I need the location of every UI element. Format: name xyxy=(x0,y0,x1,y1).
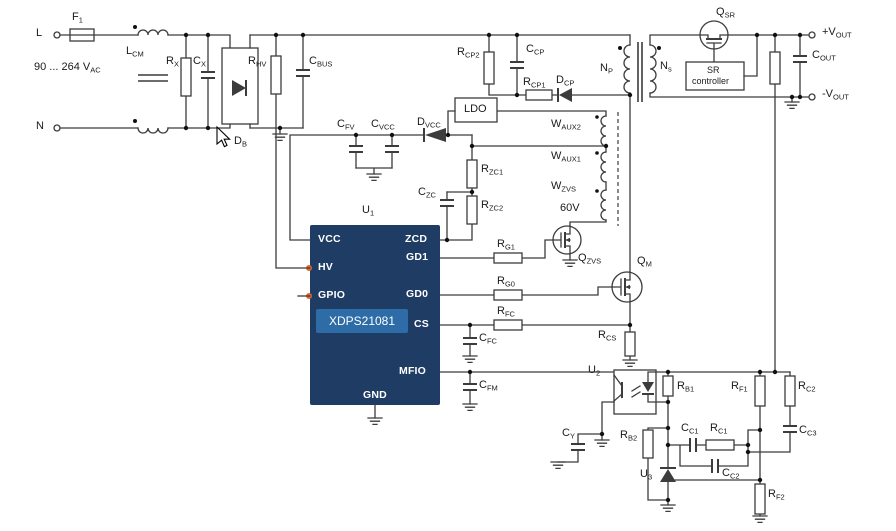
choke-lcm xyxy=(133,25,169,134)
capacitor-czc-sym xyxy=(440,199,454,207)
terminal-vout-plus-circle xyxy=(808,31,816,39)
winding-waux1-sym xyxy=(595,145,607,183)
capacitor-cvcc-sym xyxy=(385,145,399,153)
sr-controller-block xyxy=(685,34,758,91)
resistor-rfc-sym xyxy=(493,319,523,331)
capacitor-ccp-sym xyxy=(510,61,524,69)
capacitor-cbus-sym xyxy=(296,34,310,129)
junction-dots xyxy=(183,32,803,503)
winding-waux2-sym xyxy=(496,110,607,147)
u2-ground-icon xyxy=(594,439,610,448)
capacitor-cy-sym xyxy=(550,433,603,470)
cy-ground-icon xyxy=(550,461,566,470)
capacitor-cx-sym xyxy=(201,34,215,129)
transformer xyxy=(617,34,810,273)
gate-drive-gd0 xyxy=(439,286,613,301)
resistor-rcs-sym xyxy=(624,331,636,357)
fuse-f1 xyxy=(69,28,95,42)
resistor-vout-sense-sym xyxy=(769,51,781,85)
rcs-ground-icon xyxy=(622,359,638,368)
opto-led-icon xyxy=(642,382,654,392)
capacitor-cc2-sym xyxy=(711,459,719,473)
diode-dcp-icon xyxy=(559,88,572,102)
mfio-network xyxy=(439,371,615,412)
ic-gnd xyxy=(297,295,383,426)
vcc-ground-icon xyxy=(366,173,382,182)
resistor-rx-sym xyxy=(180,34,192,129)
ac-input xyxy=(53,31,231,132)
capacitor-cout-sym xyxy=(793,55,807,63)
terminal-l-circle xyxy=(53,31,61,39)
resistor-rf1-sym xyxy=(754,375,766,407)
resistor-rb1-sym xyxy=(662,375,674,397)
terminal-n-circle xyxy=(53,124,61,132)
resistor-rg1-sym xyxy=(493,252,523,264)
diode-dvcc-icon xyxy=(425,128,446,142)
capacitor-cc1-sym xyxy=(689,438,697,452)
capacitor-cfm-sym xyxy=(463,383,477,391)
resistor-rb2-sym xyxy=(642,429,654,459)
resistor-rzc2-sym xyxy=(466,195,478,225)
resistor-rc2-sym xyxy=(784,375,796,407)
dc-bus xyxy=(249,34,631,142)
output-section xyxy=(727,31,816,110)
opto-transistor-icon xyxy=(613,374,623,402)
winding-ns-sym xyxy=(649,44,657,94)
vout-sense-line xyxy=(769,34,781,373)
resistor-rg0-sym xyxy=(493,289,523,301)
ic-part-number: XDPS21081 xyxy=(316,309,408,333)
mouse-cursor xyxy=(216,125,231,148)
winding-wzvs-sym xyxy=(569,181,607,227)
cs-network xyxy=(439,319,638,368)
mosfet-qm-sym xyxy=(611,271,643,326)
optocoupler-u2-sym xyxy=(594,369,669,448)
winding-np-sym xyxy=(623,44,631,94)
resistor-rcp2-sym xyxy=(483,51,495,85)
capacitor-cc3-sym xyxy=(783,425,797,433)
capacitor-cfv-sym xyxy=(349,145,363,153)
capacitor-cfc-sym xyxy=(463,337,477,345)
gate-drive-gd1 xyxy=(439,239,554,264)
vout-ground-icon xyxy=(784,101,800,110)
zcd-network xyxy=(439,134,607,241)
shunt-u3-sym xyxy=(660,467,761,513)
bridge-diode-icon xyxy=(232,80,246,96)
rf2-ground-icon xyxy=(752,515,768,524)
u3-ground-icon xyxy=(660,504,676,513)
cfc-ground-icon xyxy=(462,355,478,364)
resistor-rf2-sym xyxy=(754,483,766,515)
terminal-vout-minus-circle xyxy=(808,93,816,101)
opto-light-arrows xyxy=(631,385,641,398)
qzvs-ground-icon xyxy=(562,259,578,268)
resistor-rzc1-sym xyxy=(466,159,478,189)
ic-ground-icon xyxy=(367,417,383,426)
bus-ground-icon xyxy=(272,133,288,142)
clamp-network xyxy=(483,34,631,102)
cfm-ground-icon xyxy=(462,403,478,412)
resistor-rhv-sym xyxy=(270,34,311,269)
resistor-rcp1-sym xyxy=(525,89,553,101)
bridge-rectifier-db xyxy=(221,34,259,129)
mosfet-qsr-sym xyxy=(699,20,729,63)
resistor-rc1-sym xyxy=(705,439,735,451)
mosfet-qzvs-sym xyxy=(552,225,582,268)
vcc-network xyxy=(289,128,473,241)
ldo-block-sym xyxy=(447,97,498,136)
